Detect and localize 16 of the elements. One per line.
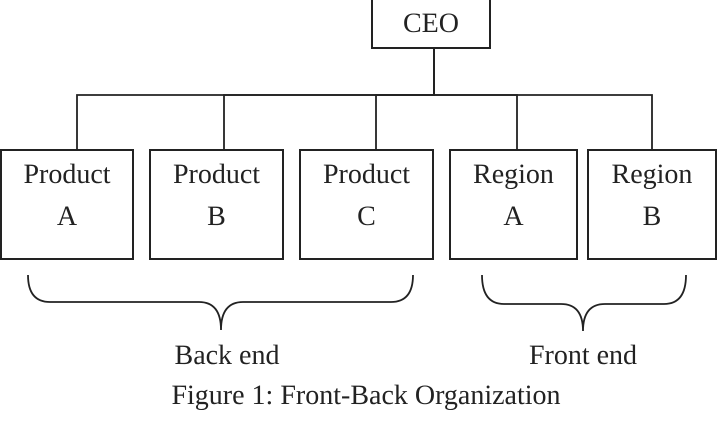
org-box xyxy=(449,149,578,260)
group-label: Front end xyxy=(528,340,638,372)
box-label: Product A xyxy=(22,158,112,234)
org-box xyxy=(299,149,434,260)
org-box xyxy=(371,0,491,49)
connector-line xyxy=(433,49,653,149)
box-label: Region A xyxy=(472,158,555,234)
org-box xyxy=(0,149,134,260)
group-label: Back end xyxy=(174,340,280,372)
box-label: Region B xyxy=(610,158,694,234)
figure-caption: Figure 1: Front-Back Organization xyxy=(171,380,561,412)
box-label: Product C xyxy=(322,158,412,234)
org-box xyxy=(149,149,284,260)
box-label: CEO xyxy=(402,6,460,40)
box-label: Product B xyxy=(172,158,262,234)
org-box xyxy=(587,149,717,260)
